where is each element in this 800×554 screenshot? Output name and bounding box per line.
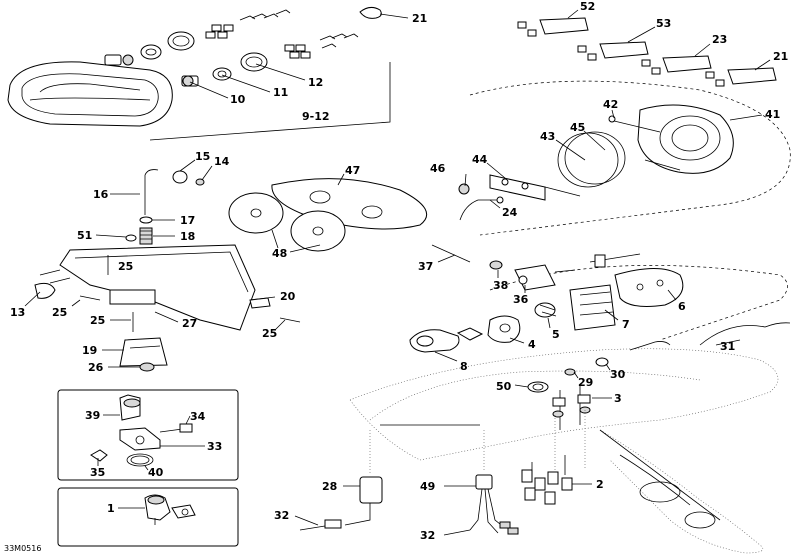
label-25b: 25 xyxy=(52,306,67,319)
ignition-parts xyxy=(409,244,791,353)
label-21: 21 xyxy=(412,12,427,25)
label-48: 48 xyxy=(272,247,287,260)
gauge-outline xyxy=(469,80,791,236)
label-31: 31 xyxy=(720,340,735,353)
label-13: 13 xyxy=(10,306,25,319)
disc-48b xyxy=(290,210,346,252)
label-19: 19 xyxy=(82,344,97,357)
label-32a: 32 xyxy=(274,509,289,522)
connectors-group xyxy=(517,17,777,87)
label-47: 47 xyxy=(345,164,360,177)
label-45: 45 xyxy=(570,121,585,134)
clip-21 xyxy=(359,6,382,19)
seat-hull xyxy=(349,348,779,554)
label-20: 20 xyxy=(280,290,296,303)
label-38: 38 xyxy=(493,279,508,292)
label-35: 35 xyxy=(90,466,105,479)
inset-top-parts xyxy=(90,394,193,467)
steering-bracket xyxy=(34,169,301,372)
label-12: 12 xyxy=(308,76,323,89)
label-53: 53 xyxy=(656,17,671,30)
label-8: 8 xyxy=(460,360,468,373)
label-11: 11 xyxy=(273,86,288,99)
label-5: 5 xyxy=(552,328,560,341)
label-23: 23 xyxy=(712,33,727,46)
diagram-code: 33M0516 xyxy=(4,544,41,553)
label-34: 34 xyxy=(190,410,206,423)
label-29: 29 xyxy=(578,376,593,389)
label-40: 40 xyxy=(148,466,164,479)
label-16: 16 xyxy=(93,188,109,201)
inset-bottom-parts xyxy=(144,494,196,525)
label-28: 28 xyxy=(322,480,337,493)
bulb-socket xyxy=(104,54,122,66)
label-18: 18 xyxy=(180,230,195,243)
label-15: 15 xyxy=(195,150,210,163)
label-9-12: 9-12 xyxy=(302,110,330,123)
label-32b: 32 xyxy=(420,529,435,542)
sensor-49 xyxy=(469,430,519,535)
label-14: 14 xyxy=(214,155,230,168)
label-50: 50 xyxy=(496,380,512,393)
label-44: 44 xyxy=(472,153,488,166)
inset-box-top xyxy=(57,389,239,481)
label-51: 51 xyxy=(77,229,92,242)
label-36: 36 xyxy=(513,293,529,306)
label-41: 41 xyxy=(765,108,780,121)
label-25c: 25 xyxy=(90,314,105,327)
label-21b: 21 xyxy=(773,50,788,63)
headlight-assembly xyxy=(7,6,391,141)
label-10: 10 xyxy=(230,93,246,106)
label-39: 39 xyxy=(85,409,100,422)
label-52: 52 xyxy=(580,0,595,13)
label-17: 17 xyxy=(180,214,195,227)
label-2: 2 xyxy=(596,478,604,491)
label-27: 27 xyxy=(182,317,197,330)
label-49: 49 xyxy=(420,480,435,493)
label-33: 33 xyxy=(207,440,222,453)
label-37: 37 xyxy=(418,260,433,273)
label-6: 6 xyxy=(678,300,686,313)
label-46: 46 xyxy=(430,162,446,175)
gauge-assembly xyxy=(458,104,734,221)
label-3: 3 xyxy=(614,392,622,405)
label-26: 26 xyxy=(88,361,104,374)
switch-connectors xyxy=(521,455,573,505)
inset-box-bottom xyxy=(57,487,239,547)
label-25a: 25 xyxy=(118,260,133,273)
label-4: 4 xyxy=(528,338,536,351)
label-43: 43 xyxy=(540,130,555,143)
label-25d: 25 xyxy=(262,327,277,340)
module-28 xyxy=(299,430,383,531)
switch-stack xyxy=(527,357,609,470)
label-30: 30 xyxy=(610,368,626,381)
label-42: 42 xyxy=(603,98,618,111)
label-1: 1 xyxy=(107,502,115,515)
label-7: 7 xyxy=(622,318,630,331)
label-24: 24 xyxy=(502,206,518,219)
disc-48a xyxy=(228,192,284,234)
